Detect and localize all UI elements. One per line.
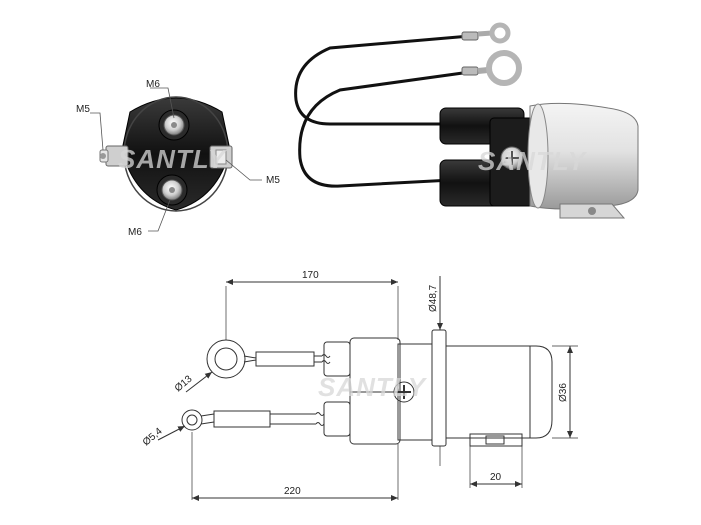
label-m6-bottom: M6 — [128, 227, 142, 238]
draw-sleeve-upper — [255, 351, 315, 367]
draw-screw — [393, 381, 415, 403]
dim-d48: Ø48,7 — [428, 284, 439, 312]
stud-top-m6 — [158, 109, 190, 141]
draw-sleeve-lower — [213, 410, 271, 428]
side-screw — [500, 146, 524, 170]
dim-leader-d5 — [157, 425, 186, 441]
wire-long — [294, 34, 471, 126]
draw-wire-upper — [314, 355, 322, 363]
label-m5-left: M5 — [76, 104, 90, 115]
dim-20: 20 — [490, 472, 502, 483]
draw-ring-small — [181, 409, 203, 431]
side-photo: SANTLY — [294, 22, 639, 219]
dim-d5: Ø5,4 — [141, 426, 165, 449]
end-cap-body — [121, 97, 231, 211]
ring-terminal-large — [477, 50, 522, 86]
end-view: M6 M5 M5 M6 SANTLY — [76, 79, 280, 238]
technical-drawing — [157, 276, 578, 501]
draw-ring-large — [206, 339, 246, 379]
ring-terminal-small — [477, 22, 511, 44]
end-view-leaders — [90, 87, 262, 232]
watermark-1: SANTLY — [118, 144, 228, 174]
dim-d13: Ø13 — [173, 373, 195, 394]
draw-can — [446, 345, 553, 439]
side-bracket-hole — [588, 207, 596, 215]
watermark-3: SANTLY — [318, 372, 428, 402]
draw-boot-upper — [323, 341, 351, 377]
wire-crimp-2 — [461, 66, 479, 76]
draw-wire-lower — [270, 413, 316, 425]
dim-leader-d13 — [185, 371, 213, 393]
label-m5-right: M5 — [266, 175, 280, 186]
wire-crimp-1 — [461, 31, 479, 41]
watermark-2: SANTLY — [478, 146, 588, 176]
label-m6-top: M6 — [146, 79, 160, 90]
side-can-flange — [527, 103, 549, 209]
draw-boot-lower — [323, 401, 351, 437]
terminal-right-m5 — [209, 145, 233, 169]
draw-flange — [431, 329, 447, 447]
terminal-left-m5 — [99, 145, 129, 167]
wire-short — [298, 70, 471, 188]
dim-d36: Ø36 — [558, 383, 569, 402]
stud-bottom-m6 — [156, 174, 188, 206]
dim-220: 220 — [284, 486, 301, 497]
dim-170: 170 — [302, 270, 319, 281]
